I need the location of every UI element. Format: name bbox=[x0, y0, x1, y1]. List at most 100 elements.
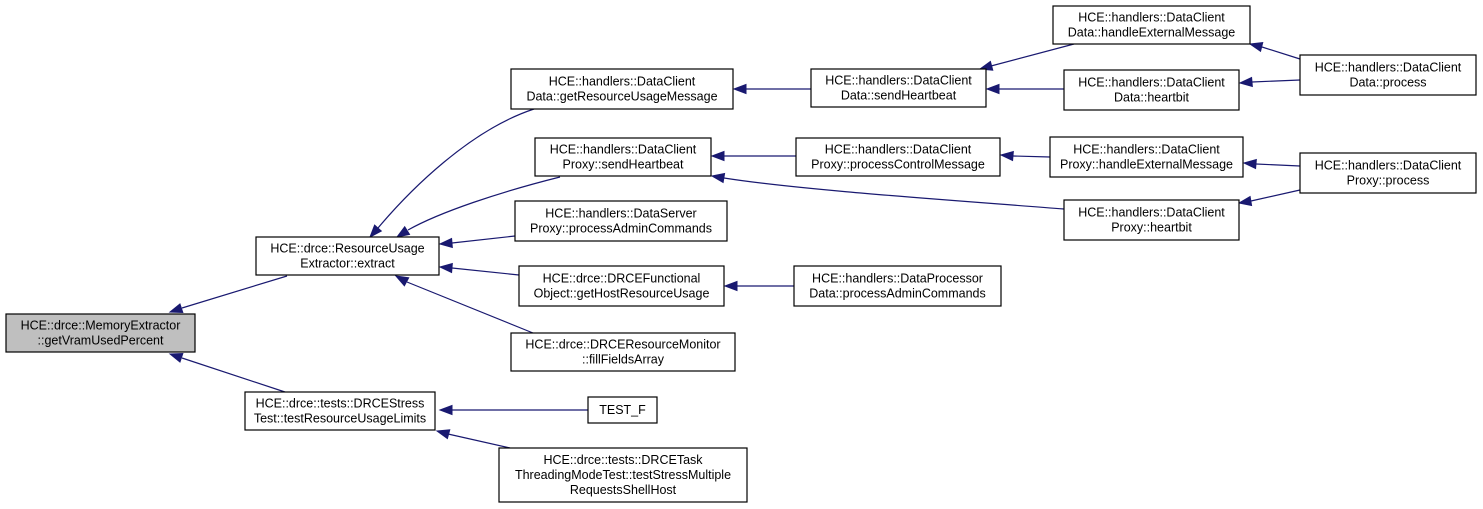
node-box bbox=[1049, 136, 1244, 178]
edge-n2-to-n0 bbox=[168, 352, 286, 393]
node-label-line: HCE::handlers::DataClient bbox=[1078, 206, 1225, 220]
node-label-line: Proxy::processAdminCommands bbox=[530, 222, 712, 236]
edge-line bbox=[407, 176, 561, 231]
edge-n9-to-n2 bbox=[435, 429, 511, 449]
node-label-line: HCE::handlers::DataClient bbox=[1073, 143, 1220, 157]
edge-n16-to-n4 bbox=[710, 172, 1065, 210]
node-box bbox=[1299, 152, 1477, 194]
arrowhead-icon bbox=[435, 429, 451, 440]
node-label-line: Proxy::process bbox=[1347, 174, 1430, 188]
node-label-line: HCE::drce::ResourceUsage bbox=[270, 242, 424, 256]
graph-node[interactable]: HCE::drce::DRCEFunctionalObject::getHost… bbox=[518, 265, 725, 307]
node-label-line: HCE::handlers::DataClient bbox=[825, 74, 972, 88]
node-box bbox=[5, 313, 196, 353]
node-label-line: HCE::handlers::DataClient bbox=[1315, 159, 1462, 173]
node-label-line: Data::handleExternalMessage bbox=[1068, 26, 1236, 40]
edge-n7-to-n1 bbox=[394, 275, 534, 334]
node-box bbox=[518, 265, 725, 307]
node-label-line: ThreadingModeTest::testStressMultiple bbox=[515, 468, 731, 482]
edge-line bbox=[990, 43, 1075, 67]
node-box bbox=[498, 447, 748, 503]
arrowhead-icon bbox=[1238, 76, 1253, 88]
edge-line bbox=[406, 281, 534, 334]
edge-line bbox=[181, 275, 288, 309]
edge-line bbox=[377, 108, 535, 229]
edge-n17-to-n13 bbox=[1248, 41, 1301, 60]
edge-line bbox=[1255, 163, 1301, 167]
node-box bbox=[1052, 5, 1251, 45]
edge-line bbox=[451, 267, 520, 276]
graph-node[interactable]: HCE::handlers::DataProcessorData::proces… bbox=[793, 265, 1002, 307]
graph-node[interactable]: TEST_F bbox=[587, 396, 658, 424]
graph-node[interactable]: HCE::handlers::DataClientData::handleExt… bbox=[1052, 5, 1251, 45]
node-label-line: HCE::handlers::DataClient bbox=[1315, 61, 1462, 75]
node-label-line: ::fillFieldsArray bbox=[582, 353, 665, 367]
graph-node[interactable]: HCE::handlers::DataClientProxy::processC… bbox=[795, 137, 1001, 177]
edge-line bbox=[1251, 79, 1301, 83]
edge-n5-to-n1 bbox=[438, 235, 516, 249]
node-label-line: HCE::drce::tests::DRCETask bbox=[543, 453, 703, 467]
edge-n18-to-n16 bbox=[1237, 189, 1301, 207]
node-label-line: Data::heartbit bbox=[1114, 91, 1190, 105]
node-label-line: Object::getHostResourceUsage bbox=[534, 287, 710, 301]
node-label-line: HCE::handlers::DataClient bbox=[549, 75, 696, 89]
graph-node[interactable]: HCE::drce::DRCEResourceMonitor::fillFiel… bbox=[510, 332, 736, 372]
arrowhead-icon bbox=[395, 225, 411, 238]
arrowhead-icon bbox=[999, 150, 1014, 162]
node-label-line: HCE::handlers::DataClient bbox=[550, 143, 697, 157]
root-node: HCE::drce::MemoryExtractor::getVramUsedP… bbox=[5, 313, 196, 353]
edge-n14-to-n10 bbox=[985, 83, 1064, 95]
node-box bbox=[587, 396, 658, 424]
graph-node[interactable]: HCE::handlers::DataClientProxy::handleEx… bbox=[1049, 136, 1244, 178]
edge-n8-to-n2 bbox=[438, 404, 588, 416]
arrowhead-icon bbox=[1242, 158, 1257, 170]
graph-node[interactable]: HCE::drce::tests::DRCETaskThreadingModeT… bbox=[498, 447, 748, 503]
node-label-line: HCE::handlers::DataClient bbox=[1078, 11, 1225, 25]
graph-node[interactable]: HCE::handlers::DataServerProxy::processA… bbox=[514, 200, 728, 242]
node-label-line: ::getVramUsedPercent bbox=[38, 334, 165, 348]
graph-node[interactable]: HCE::handlers::DataClientData::sendHeart… bbox=[810, 68, 987, 108]
edge-n10-to-n3 bbox=[732, 83, 811, 95]
arrowhead-icon bbox=[394, 275, 410, 287]
node-label-line: RequestsShellHost bbox=[570, 483, 677, 497]
nodes-layer: HCE::drce::MemoryExtractor::getVramUsedP… bbox=[5, 5, 1477, 503]
node-box bbox=[510, 68, 734, 110]
edge-n17-to-n14 bbox=[1238, 76, 1301, 88]
node-label-line: Extractor::extract bbox=[300, 257, 395, 271]
edge-n18-to-n15 bbox=[1242, 158, 1301, 170]
node-label-line: HCE::handlers::DataServer bbox=[545, 207, 696, 221]
arrowhead-icon bbox=[732, 83, 747, 95]
graph-node[interactable]: HCE::handlers::DataClientData::getResour… bbox=[510, 68, 734, 110]
node-box bbox=[514, 200, 728, 242]
arrowhead-icon bbox=[1248, 41, 1264, 53]
arrowhead-icon bbox=[723, 280, 738, 292]
arrowhead-icon bbox=[438, 404, 453, 416]
edge-n12-to-n6 bbox=[723, 280, 794, 292]
node-label-line: Proxy::heartbit bbox=[1111, 221, 1192, 235]
arrowhead-icon bbox=[369, 224, 383, 239]
node-box bbox=[1299, 54, 1477, 96]
edge-line bbox=[447, 433, 511, 449]
edge-n15-to-n11 bbox=[999, 150, 1051, 162]
arrowhead-icon bbox=[438, 262, 453, 274]
edge-n6-to-n1 bbox=[438, 262, 520, 276]
graph-node[interactable]: HCE::drce::ResourceUsageExtractor::extra… bbox=[255, 236, 440, 276]
arrowhead-icon bbox=[710, 172, 726, 184]
node-label-line: Data::getResourceUsageMessage bbox=[526, 90, 717, 104]
arrowhead-icon bbox=[710, 150, 725, 162]
node-box bbox=[244, 391, 436, 431]
node-box bbox=[810, 68, 987, 108]
node-label-line: Proxy::processControlMessage bbox=[811, 158, 985, 172]
arrowhead-icon bbox=[985, 83, 1000, 95]
node-box bbox=[255, 236, 440, 276]
edge-line bbox=[723, 177, 1065, 210]
graph-node[interactable]: HCE::handlers::DataClientProxy::sendHear… bbox=[534, 137, 712, 177]
edge-n1-to-n0 bbox=[168, 275, 288, 314]
graph-node[interactable]: HCE::drce::tests::DRCEStressTest::testRe… bbox=[244, 391, 436, 431]
node-label-line: Proxy::handleExternalMessage bbox=[1060, 158, 1233, 172]
